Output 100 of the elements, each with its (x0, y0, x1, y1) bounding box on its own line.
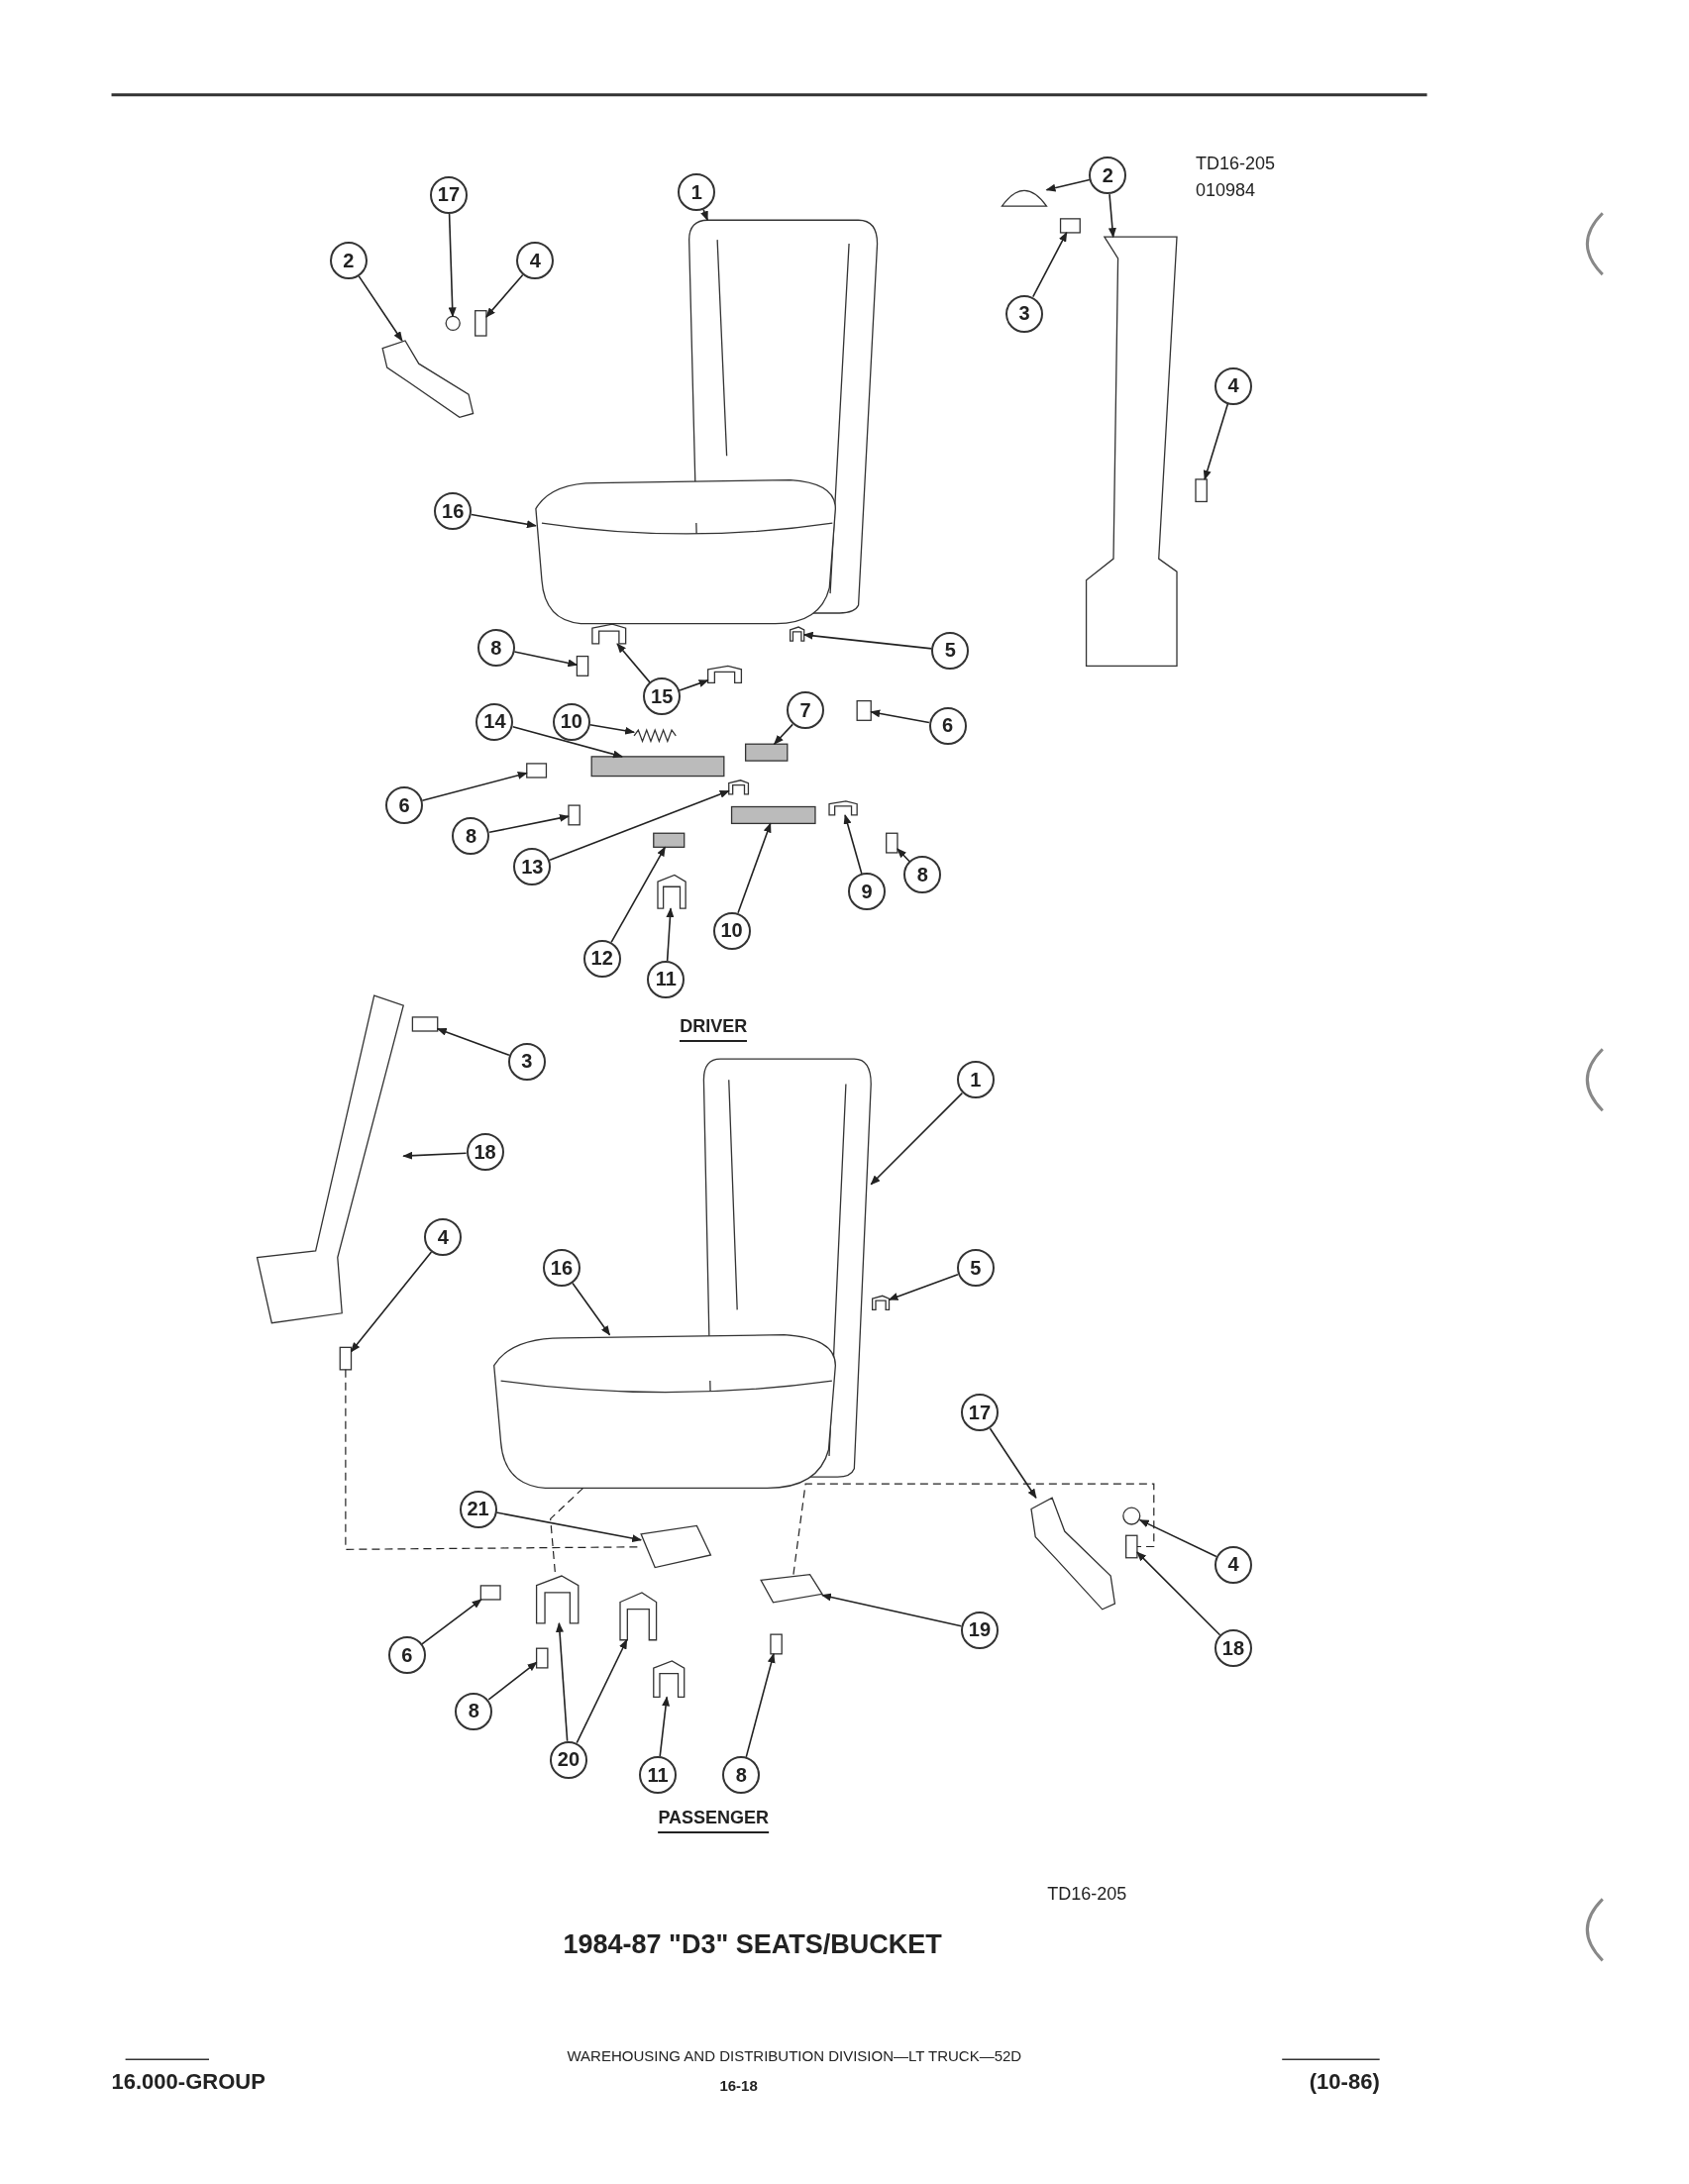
bolt-drawing (479, 1585, 501, 1601)
diagram-title: 1984-87 "D3" SEATS/BUCKET (563, 1928, 942, 1960)
bolt-drawing (886, 832, 898, 854)
callout-number: 17 (960, 1394, 999, 1432)
callout-number: 16 (542, 1249, 581, 1288)
reference-code: TD16-205 (1047, 1884, 1127, 1906)
seat-rail-drawing (590, 756, 725, 778)
callout-number: 8 (903, 856, 942, 894)
leader-line (572, 1282, 611, 1336)
callout-number: 17 (429, 175, 468, 214)
page-number: 16-18 (719, 2076, 758, 2094)
leader-line (666, 907, 675, 962)
leader-line (1108, 193, 1116, 239)
reference-code: TD16-205 (1196, 154, 1276, 175)
callout-number: 6 (928, 706, 967, 745)
leader-line (1136, 1551, 1221, 1636)
callout-number: 6 (384, 786, 423, 825)
leader-line (350, 1251, 433, 1353)
reference-code: 010984 (1196, 179, 1256, 201)
callout-number: 8 (476, 629, 515, 668)
callout-number: 7 (787, 691, 825, 730)
callout-number: 4 (424, 1218, 463, 1257)
callout-number: 8 (455, 1692, 493, 1730)
bracket-drawing (535, 1575, 580, 1624)
callout-number: 3 (1004, 294, 1043, 333)
seat-rail-drawing (730, 805, 816, 825)
spring-drawing (633, 728, 677, 744)
callout-number: 18 (466, 1133, 504, 1172)
callout-number: 2 (1089, 156, 1127, 195)
leader-line (588, 724, 636, 735)
bolt-drawing (535, 1647, 549, 1669)
bolt-drawing (770, 1633, 783, 1655)
leader-line (471, 513, 537, 529)
seat-cushion-drawing (493, 1334, 836, 1490)
bracket-drawing (790, 626, 805, 642)
leader-line (576, 1638, 628, 1744)
seat-belt-drawing (1030, 1497, 1116, 1611)
leader-line (421, 1599, 482, 1645)
callout-number: 13 (513, 848, 552, 885)
callout-number: 11 (639, 1756, 677, 1795)
bolt-drawing (1195, 478, 1208, 503)
callout-number: 5 (956, 1249, 995, 1288)
bracket-drawing (657, 874, 686, 909)
leader-line (1203, 403, 1229, 480)
leader-line (610, 846, 667, 944)
callout-number: 11 (647, 960, 686, 998)
leader-line (745, 1652, 776, 1758)
revision-date: (10-86) (1309, 2068, 1380, 2095)
bracket-drawing (591, 623, 627, 645)
leader-line (888, 1273, 959, 1300)
callout-number: 8 (722, 1756, 761, 1795)
leader-line (448, 213, 457, 318)
callout-number: 4 (516, 242, 555, 280)
leader-line (485, 273, 524, 318)
leader-line (556, 1621, 569, 1742)
leader-line (870, 709, 930, 724)
leader-line (679, 679, 709, 691)
leader-line (700, 209, 708, 222)
callout-number: 10 (712, 911, 751, 950)
bracket-drawing (828, 800, 858, 816)
bracket-drawing (653, 1660, 686, 1699)
seat-belt-drawing (381, 340, 475, 419)
view-caption: PASSENGER (658, 1808, 770, 1833)
bolt-drawing (856, 699, 872, 721)
callout-number: 8 (452, 817, 490, 856)
leader-line (1138, 1518, 1217, 1558)
seat-rail-drawing (744, 743, 789, 762)
callout-number: 10 (552, 702, 590, 741)
plate-drawing (760, 1573, 824, 1604)
callout-number: 2 (329, 242, 368, 280)
leader-line (821, 1593, 963, 1627)
nut-drawing (445, 315, 461, 332)
leader-line (616, 643, 651, 683)
bolt-drawing (475, 310, 487, 337)
bracket-drawing (619, 1592, 658, 1641)
seat-cushion-drawing (535, 479, 836, 625)
leader-line (897, 848, 910, 863)
alignment-line (792, 1483, 1155, 1576)
callout-number: 1 (678, 173, 716, 212)
cover-drawing (1001, 189, 1048, 207)
callout-number: 1 (956, 1061, 995, 1099)
nut-drawing (1122, 1507, 1141, 1525)
view-caption: DRIVER (680, 1016, 748, 1042)
leader-line (358, 275, 403, 342)
leader-line (1045, 178, 1091, 192)
leader-line (870, 1092, 964, 1186)
leader-line (495, 1511, 643, 1543)
callout-number: 14 (475, 702, 514, 741)
bracket-drawing (707, 665, 743, 683)
handle-drawing (653, 832, 686, 848)
callout-number: 18 (1214, 1629, 1252, 1668)
bolt-drawing (339, 1346, 353, 1371)
callout-number: 6 (387, 1636, 426, 1675)
leader-line (737, 822, 772, 914)
leader-line (989, 1427, 1037, 1500)
section-number: 16.000-GROUP (111, 2068, 265, 2095)
leader-line (511, 725, 623, 759)
callout-number: 12 (582, 939, 621, 978)
leader-line (773, 723, 793, 745)
callout-number: 19 (960, 1611, 999, 1649)
